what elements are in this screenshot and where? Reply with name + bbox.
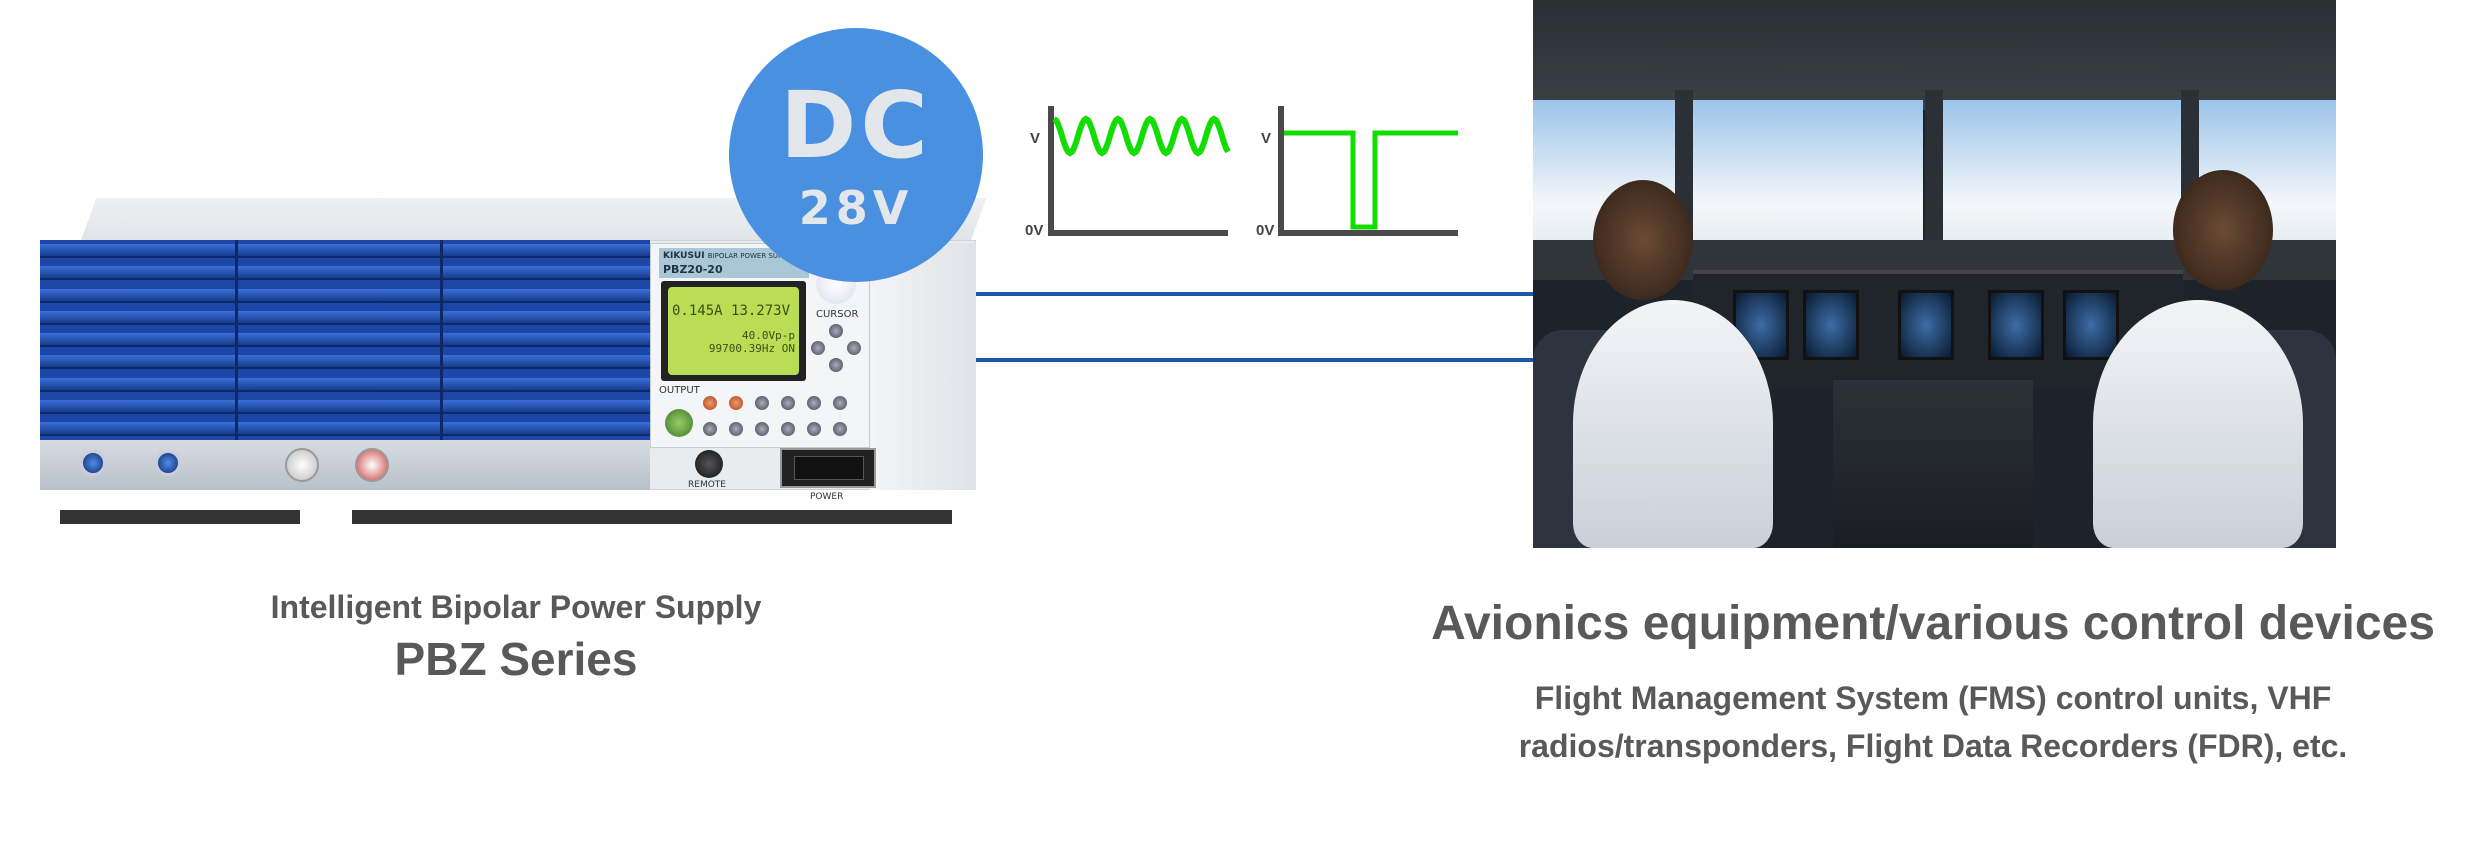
- captain: [1573, 300, 1773, 548]
- power-switch-housing: [780, 448, 876, 488]
- preset-b-button[interactable]: [807, 422, 821, 436]
- windshield-left: [1693, 100, 1923, 250]
- dropout-v-label: V: [1261, 130, 1272, 147]
- lcd-current: 0.145A: [672, 303, 723, 319]
- first-officer-head: [2173, 170, 2273, 290]
- stop-button[interactable]: [729, 422, 743, 436]
- product-title: PBZ Series: [394, 633, 638, 685]
- preset-c-button[interactable]: [833, 422, 847, 436]
- config-button[interactable]: [807, 396, 821, 410]
- local-button[interactable]: [833, 396, 847, 410]
- center-pedestal: [1833, 380, 2033, 548]
- ripple-v-label: V: [1030, 130, 1041, 147]
- power-switch[interactable]: [794, 456, 864, 480]
- output-button[interactable]: [665, 409, 693, 437]
- measure-button[interactable]: [781, 396, 795, 410]
- sense-terminal: [80, 450, 106, 476]
- captain-head: [1593, 180, 1693, 300]
- cursor-left-button[interactable]: [811, 341, 825, 355]
- recall-button[interactable]: [755, 422, 769, 436]
- connection-line: [976, 292, 1534, 296]
- remote-label: REMOTE: [688, 480, 726, 490]
- device-base: [60, 510, 300, 524]
- terminal-strip: [40, 440, 650, 490]
- preset-a-button[interactable]: [781, 422, 795, 436]
- target-title: Avionics equipment/various control devic…: [1431, 597, 2435, 650]
- dropout-waveform: [1278, 106, 1458, 236]
- brand-logo: KIKUSUI: [663, 251, 705, 261]
- ac-button[interactable]: [729, 396, 743, 410]
- device-base: [352, 510, 952, 524]
- cursor-label: CURSOR: [816, 309, 859, 320]
- lcd-display: 0.145A 13.273V 40.0Vp-p 99700.39Hz ON: [668, 287, 799, 375]
- remote-connector: [695, 450, 723, 478]
- output-label: OUTPUT: [659, 385, 700, 396]
- dropout-trace: [1284, 130, 1458, 230]
- ripple-axes: [1048, 106, 1228, 236]
- target-description-line1: Flight Management System (FMS) control u…: [1534, 680, 2332, 716]
- prot-button[interactable]: [755, 396, 769, 410]
- dc-28v-badge: DC 28V: [729, 28, 983, 282]
- badge-dc-text: DC: [780, 72, 932, 179]
- device-side-panel: [870, 243, 976, 490]
- target-description-line2: radios/transponders, Flight Data Recorde…: [1518, 728, 2348, 764]
- cockpit-photo: [1533, 0, 2336, 548]
- control-panel: KIKUSUI BIPOLAR POWER SUPPLY PBZ20-20 0.…: [650, 243, 870, 448]
- brand-strip: KIKUSUI BIPOLAR POWER SUPPLY PBZ20-20: [659, 248, 809, 278]
- run-pause-button[interactable]: [703, 422, 717, 436]
- model-name: PBZ20-20: [663, 263, 723, 276]
- front-louvers: [40, 240, 650, 440]
- connection-line: [976, 358, 1534, 362]
- sense-terminal: [155, 450, 181, 476]
- power-label: POWER: [810, 492, 844, 502]
- lcd-frequency: 99700.39Hz ON: [708, 342, 795, 355]
- badge-voltage-text: 28V: [798, 181, 914, 235]
- dc-button[interactable]: [703, 396, 717, 410]
- first-officer: [2093, 300, 2303, 548]
- dropout-axes: [1278, 106, 1458, 236]
- windshield-right: [1943, 100, 2183, 250]
- lcd-voltage: 13.273V: [731, 303, 791, 319]
- model-strip-text: BIPOLAR POWER SUPPLY: [707, 252, 794, 260]
- product-subtitle: Intelligent Bipolar Power Supply: [270, 589, 762, 625]
- cursor-right-button[interactable]: [847, 341, 861, 355]
- ripple-trace: [1052, 115, 1231, 157]
- cursor-down-button[interactable]: [829, 358, 843, 372]
- output-terminal: [285, 448, 319, 482]
- power-supply-image: KIKUSUI BIPOLAR POWER SUPPLY PBZ20-20 0.…: [40, 198, 987, 524]
- lcd-frame: 0.145A 13.273V 40.0Vp-p 99700.39Hz ON: [661, 281, 806, 381]
- ripple-0v-label: 0V: [1025, 222, 1044, 239]
- lcd-amplitude: 40.0Vp-p: [742, 329, 795, 342]
- ripple-waveform: [1048, 106, 1231, 236]
- dropout-0v-label: 0V: [1256, 222, 1275, 239]
- output-terminal: [355, 448, 389, 482]
- cursor-up-button[interactable]: [829, 324, 843, 338]
